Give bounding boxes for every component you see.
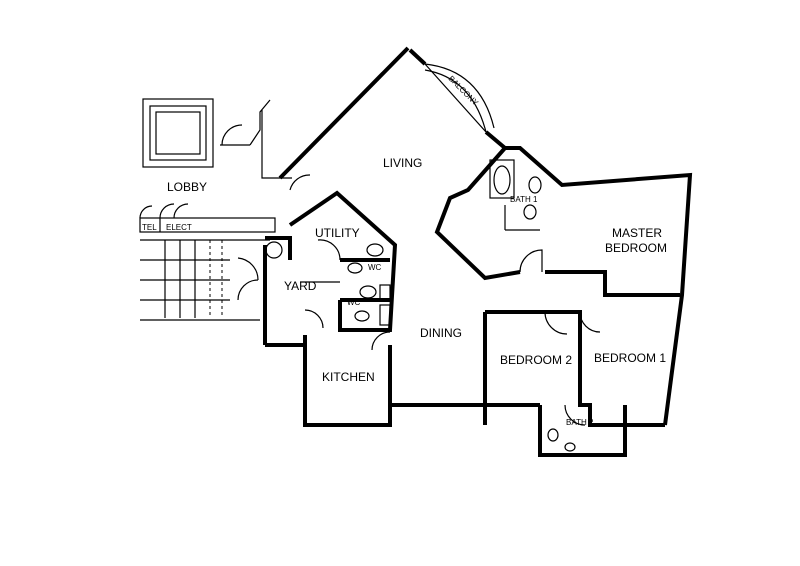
label-master-bedroom-1: MASTER (612, 226, 662, 240)
label-bath2: BATH 2 (566, 418, 594, 427)
label-bath1: BATH 1 (510, 195, 538, 204)
label-living: LIVING (383, 156, 422, 170)
label-lobby: LOBBY (167, 180, 207, 194)
label-master-bedroom-2: BEDROOM (605, 241, 667, 255)
bath1-fixtures (489, 159, 542, 231)
label-elect: ELECT (166, 223, 192, 232)
stair-and-services (139, 203, 276, 321)
walls (263, 46, 693, 457)
label-wc-1: WC (368, 263, 382, 272)
label-bedroom1: BEDROOM 1 (594, 351, 666, 365)
label-bedroom2: BEDROOM 2 (500, 353, 572, 367)
balcony (424, 63, 495, 133)
lift (142, 98, 214, 168)
doors (289, 174, 601, 426)
label-tel: TEL (142, 223, 157, 232)
label-utility: UTILITY (315, 226, 360, 240)
label-balcony: BALCONY (447, 74, 481, 108)
label-wc-2: WC (347, 298, 361, 307)
label-kitchen: KITCHEN (322, 370, 375, 384)
label-dining: DINING (420, 326, 462, 340)
label-yard: YARD (284, 279, 317, 293)
lobby-door (220, 99, 292, 179)
wc-fixtures (265, 241, 576, 452)
